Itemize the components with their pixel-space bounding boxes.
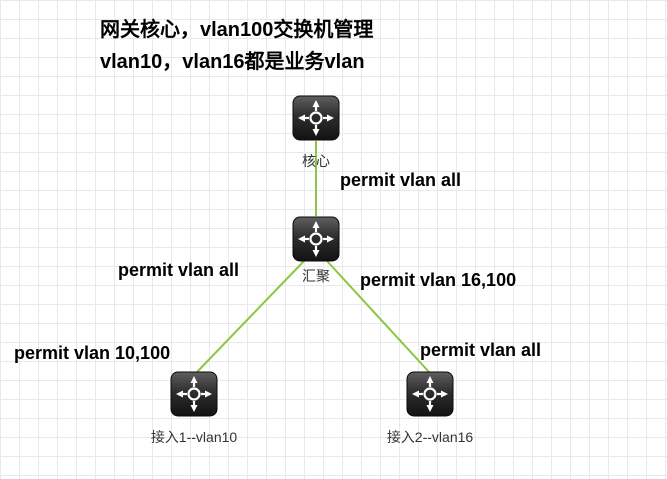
diagram-title-line1: 网关核心，vlan100交换机管理 bbox=[100, 19, 374, 41]
switch-icon bbox=[292, 95, 340, 141]
diagram-title[interactable]: 网关核心，vlan100交换机管理 vlan10，vlan16都是业务vlan bbox=[100, 14, 373, 78]
switch-icon bbox=[170, 371, 218, 417]
link-label-aggregation-right[interactable]: permit vlan 16,100 bbox=[360, 270, 517, 290]
node-access1[interactable] bbox=[170, 371, 218, 417]
node-label-core[interactable]: 核心 bbox=[302, 153, 330, 169]
node-label-access2[interactable]: 接入2--vlan16 bbox=[386, 429, 474, 445]
node-label-aggregation[interactable]: 汇聚 bbox=[302, 268, 330, 284]
node-aggregation[interactable] bbox=[292, 216, 340, 262]
diagram-title-line2: vlan10，vlan16都是业务vlan bbox=[100, 51, 365, 73]
node-access2[interactable] bbox=[406, 371, 454, 417]
node-core[interactable] bbox=[292, 95, 340, 141]
link-aggregation-access2[interactable] bbox=[326, 260, 430, 373]
link-label-access1-uplink[interactable]: permit vlan 10,100 bbox=[14, 343, 171, 363]
link-label-core-aggregation[interactable]: permit vlan all bbox=[340, 170, 462, 190]
switch-icon bbox=[292, 216, 340, 262]
link-label-access2-uplink[interactable]: permit vlan all bbox=[420, 340, 542, 360]
switch-icon bbox=[406, 371, 454, 417]
link-label-aggregation-left[interactable]: permit vlan all bbox=[118, 260, 240, 280]
link-aggregation-access1[interactable] bbox=[196, 260, 305, 373]
node-label-access1[interactable]: 接入1--vlan10 bbox=[150, 429, 238, 445]
